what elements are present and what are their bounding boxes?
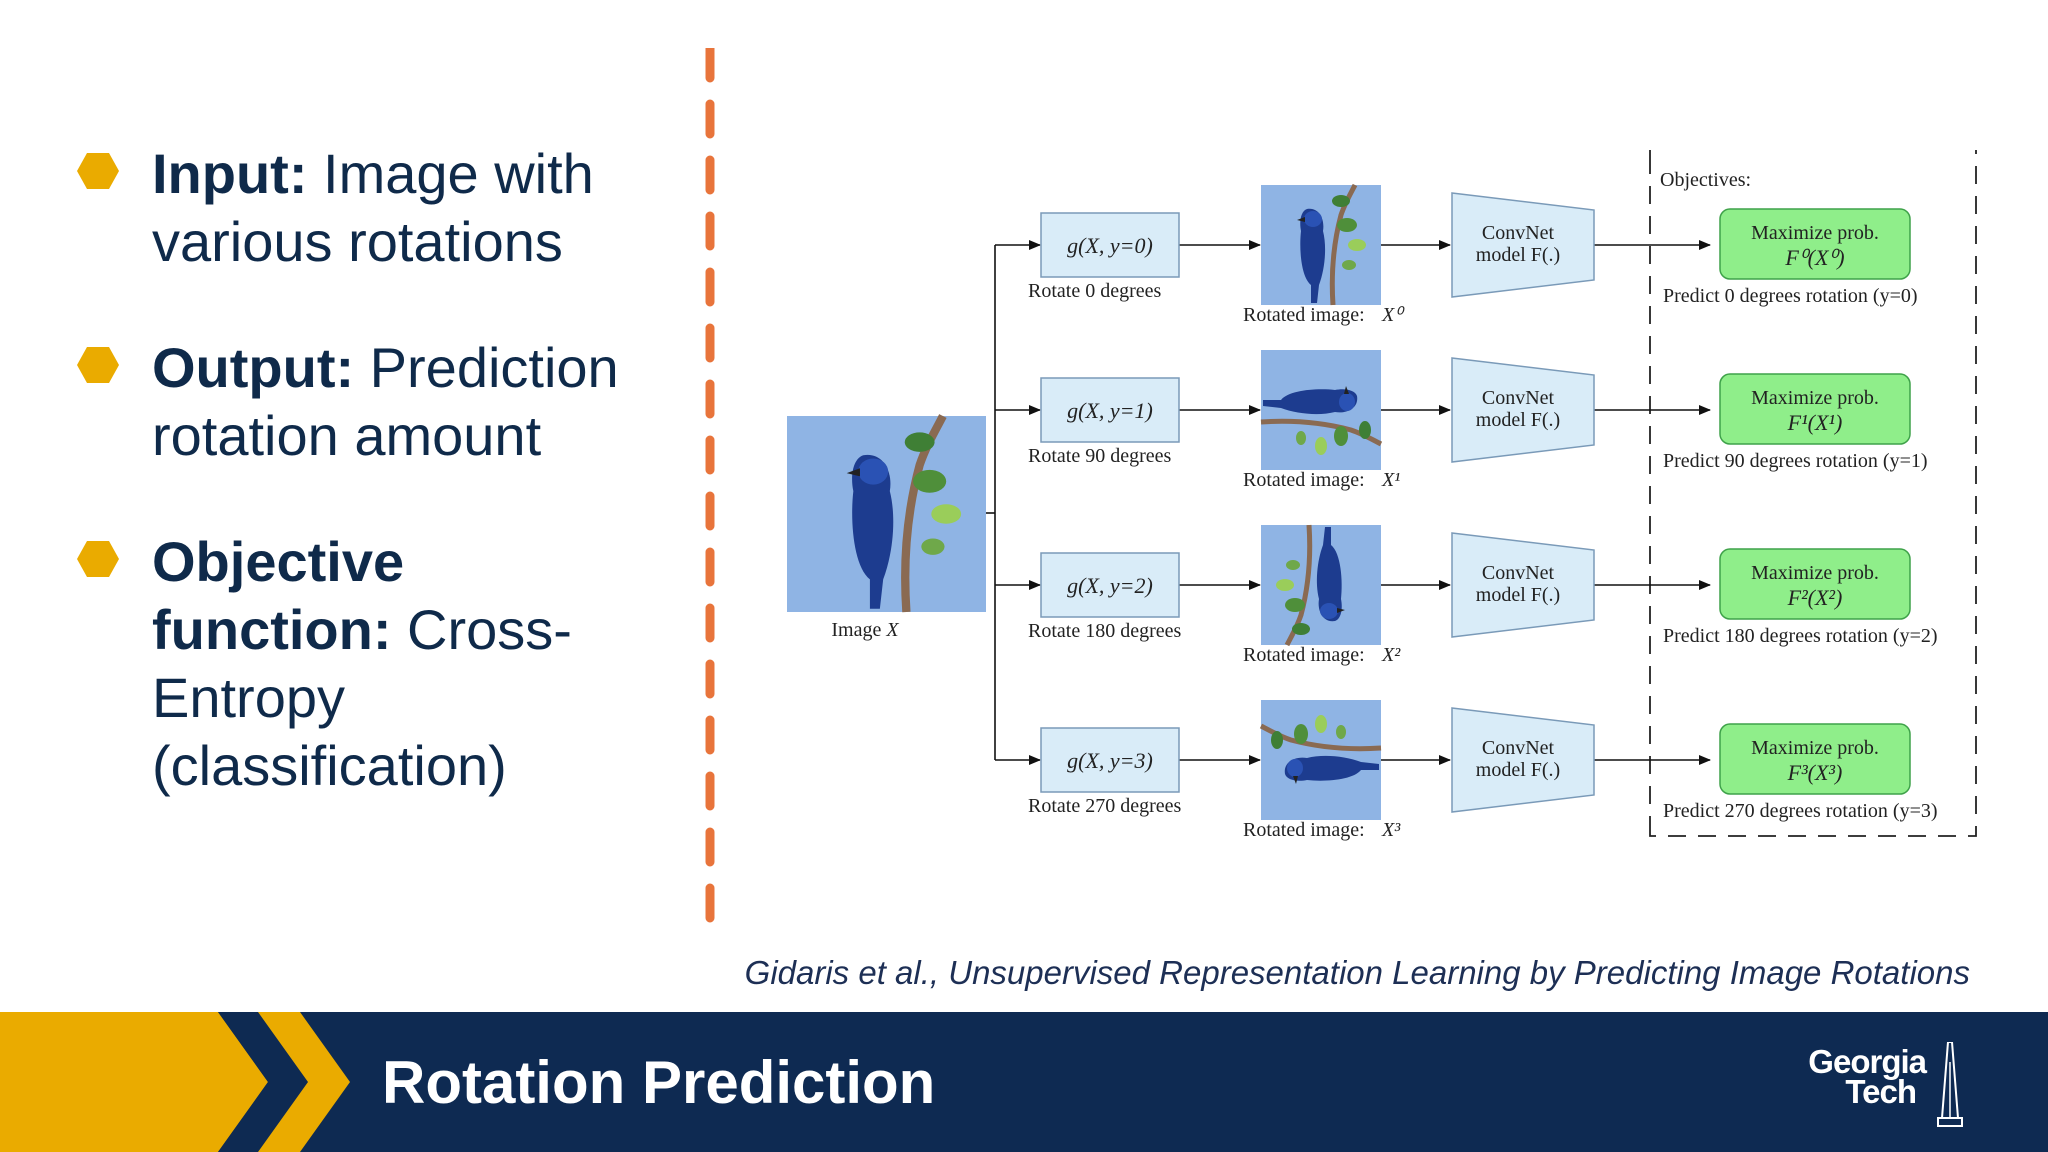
hexagon-icon bbox=[77, 541, 119, 577]
input-image bbox=[787, 416, 986, 612]
transform-box bbox=[1040, 377, 1180, 443]
rotate-label: Rotate 180 degrees bbox=[1028, 620, 1181, 642]
bullet-term: Objective function: bbox=[152, 530, 405, 661]
convnet-shape bbox=[1451, 707, 1595, 813]
convnet-label: ConvNet bbox=[1482, 387, 1555, 409]
convnet-label: model F(.) bbox=[1476, 759, 1560, 781]
bullet-term: Output: bbox=[152, 336, 355, 399]
bullet-text: Cross-Entropy (classification) bbox=[152, 598, 572, 797]
objective-box bbox=[1719, 373, 1911, 445]
bullet-text: Prediction rotation amount bbox=[152, 336, 619, 467]
bullet-term: Input: bbox=[152, 142, 308, 205]
objectives-label: Objectives: bbox=[1660, 169, 1751, 191]
rotate-label: Rotate 270 degrees bbox=[1028, 795, 1181, 817]
objective-box bbox=[1719, 723, 1911, 795]
rotated-image-var: X⁰ bbox=[1381, 304, 1405, 326]
objective-formula: F¹(X¹) bbox=[1787, 410, 1843, 435]
convnet-label: model F(.) bbox=[1476, 409, 1560, 431]
convnet-label: ConvNet bbox=[1482, 562, 1555, 584]
rotation-diagram: Image X Objectives: g(X, y=0) Rotate 0 degr… bbox=[770, 150, 1977, 841]
transform-label: g(X, y=2) bbox=[1067, 573, 1153, 598]
footer-bar: Rotation Prediction Georgia Tech bbox=[0, 1012, 2048, 1152]
objective-formula: F³(X³) bbox=[1787, 760, 1843, 785]
objective-title: Maximize prob. bbox=[1751, 387, 1879, 409]
objective-formula: F⁰(X⁰) bbox=[1784, 245, 1844, 270]
diagram-content: Image X Objectives: g(X, y=0) Rotate 0 degr… bbox=[787, 169, 1938, 841]
convnet-label: model F(.) bbox=[1476, 244, 1560, 266]
transform-label: g(X, y=0) bbox=[1067, 233, 1153, 258]
objective-formula: F²(X²) bbox=[1787, 585, 1843, 610]
rotated-image-var: X³ bbox=[1381, 819, 1401, 841]
transform-box bbox=[1040, 552, 1180, 618]
transform-box bbox=[1040, 212, 1180, 278]
transform-label: g(X, y=1) bbox=[1067, 398, 1153, 423]
bullet-text: Image with various rotations bbox=[152, 142, 594, 273]
rotated-image bbox=[1261, 700, 1381, 820]
rotate-label: Rotate 0 degrees bbox=[1028, 280, 1161, 302]
objective-box bbox=[1719, 548, 1911, 620]
predict-label: Predict 270 degrees rotation (y=3) bbox=[1663, 800, 1938, 822]
hexagon-icon bbox=[77, 347, 119, 383]
rotated-image-var: X² bbox=[1381, 644, 1401, 666]
rotated-image bbox=[1261, 185, 1381, 305]
bullet-output: Output: Prediction rotation amount bbox=[76, 334, 656, 470]
rotated-image-label: Rotated image: bbox=[1243, 469, 1365, 491]
convnet-label: ConvNet bbox=[1482, 222, 1555, 244]
objective-title: Maximize prob. bbox=[1751, 737, 1879, 759]
convnet-shape bbox=[1451, 192, 1595, 298]
georgia-tech-logo: Georgia Tech bbox=[1768, 1042, 1968, 1130]
convnet-shape bbox=[1451, 357, 1595, 463]
hexagon-icon bbox=[77, 153, 119, 189]
predict-label: Predict 90 degrees rotation (y=1) bbox=[1663, 450, 1928, 472]
rotated-image-var: X¹ bbox=[1381, 469, 1400, 491]
bullet-objective: Objective function: Cross-Entropy (class… bbox=[76, 528, 656, 800]
transform-label: g(X, y=3) bbox=[1067, 748, 1153, 773]
objective-title: Maximize prob. bbox=[1751, 222, 1879, 244]
input-image-label: Image X bbox=[831, 619, 899, 641]
objective-box bbox=[1719, 208, 1911, 280]
rotated-image-label: Rotated image: bbox=[1243, 304, 1365, 326]
slide-title: Rotation Prediction bbox=[382, 1049, 936, 1116]
rotated-image bbox=[1261, 350, 1381, 470]
transform-box bbox=[1040, 727, 1180, 793]
convnet-label: model F(.) bbox=[1476, 584, 1560, 606]
objective-title: Maximize prob. bbox=[1751, 562, 1879, 584]
predict-label: Predict 0 degrees rotation (y=0) bbox=[1663, 285, 1918, 307]
rotated-image bbox=[1261, 525, 1381, 645]
logo-line-2: Tech bbox=[1845, 1073, 1917, 1110]
rotate-label: Rotate 90 degrees bbox=[1028, 445, 1171, 467]
logo-line-1: Georgia bbox=[1808, 1043, 1927, 1080]
rotated-image-label: Rotated image: bbox=[1243, 644, 1365, 666]
citation: Gidaris et al., Unsupervised Representat… bbox=[744, 954, 1970, 991]
dashed-divider bbox=[705, 48, 715, 928]
bullet-list: Input: Image with various rotations Outp… bbox=[76, 140, 656, 858]
chevron-right-icon bbox=[0, 1012, 350, 1152]
convnet-label: ConvNet bbox=[1482, 737, 1555, 759]
tech-tower-icon bbox=[1937, 1042, 1963, 1127]
bullet-input: Input: Image with various rotations bbox=[76, 140, 656, 276]
rotated-image-label: Rotated image: bbox=[1243, 819, 1365, 841]
convnet-shape bbox=[1451, 532, 1595, 638]
connector-lines bbox=[984, 150, 1977, 837]
predict-label: Predict 180 degrees rotation (y=2) bbox=[1663, 625, 1938, 647]
